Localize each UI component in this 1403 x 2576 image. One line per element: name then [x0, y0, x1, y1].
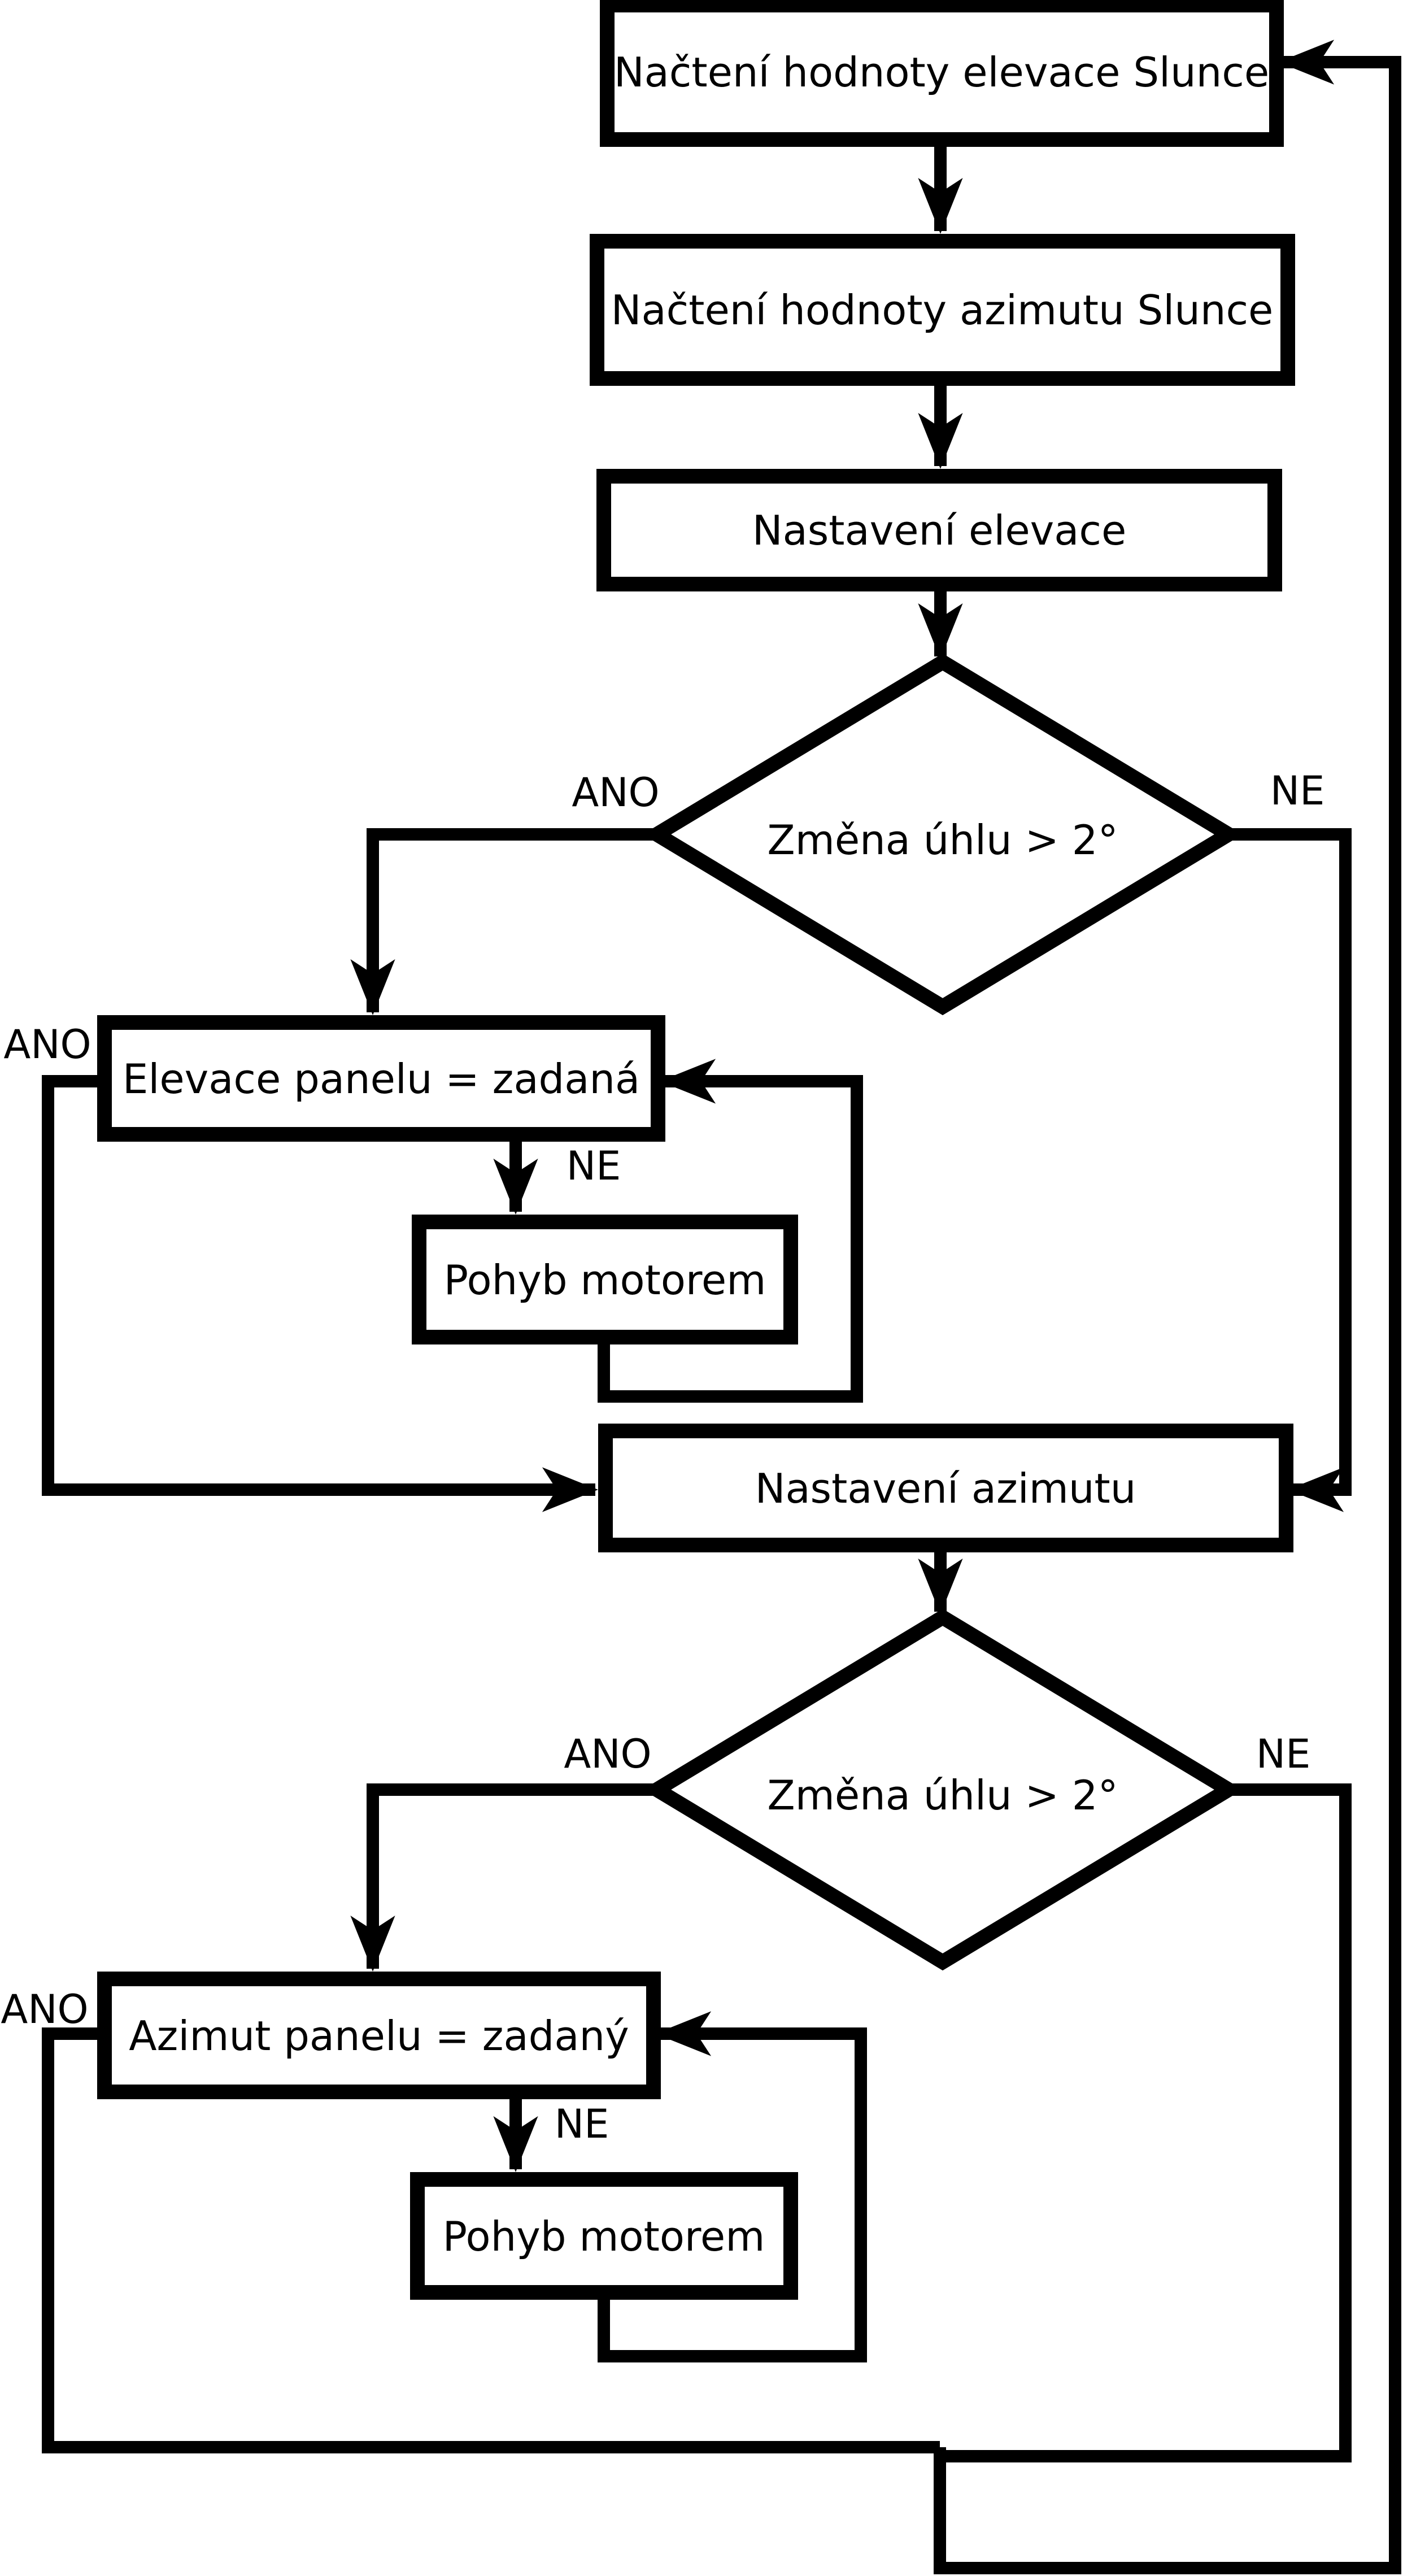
node-elevation-decision: Změna úhlu > 2°	[642, 653, 1243, 1016]
node-load-elevation-label: Načtení hodnoty elevace Slunce	[614, 49, 1269, 96]
node-azimuth-decision-label: Změna úhlu > 2°	[767, 1772, 1118, 1819]
node-elevation-equal-box	[97, 1015, 665, 1142]
label-azimuth-decision-ne: NE	[1256, 1731, 1311, 1777]
node-elevation-motor-box	[412, 1215, 798, 1344]
edge-return-to-load-elevation	[934, 40, 1401, 2574]
node-elevation-decision-label: Změna úhlu > 2°	[767, 816, 1118, 864]
edge-azimuth-equal-ano-bottom	[42, 2027, 940, 2453]
node-azimuth-equal: Azimut panelu = zadaný	[97, 1972, 661, 2099]
node-elevation-equal-label: Elevace panelu = zadaná	[123, 1055, 640, 1103]
node-set-azimuth: Nastavení azimutu	[598, 1424, 1293, 1552]
label-elevation-equal-ano: ANO	[3, 1021, 91, 1068]
edge-azimuth-decision-ano	[350, 1783, 657, 1972]
node-load-elevation-box	[600, 0, 1284, 147]
node-set-elevation: Nastavení elevace	[596, 469, 1282, 591]
node-azimuth-decision-diamond	[642, 1608, 1243, 1971]
label-elevation-equal-ne: NE	[567, 1143, 621, 1189]
label-azimuth-decision-ano: ANO	[564, 1731, 651, 1777]
node-set-elevation-box	[596, 469, 1282, 591]
label-elevation-decision-ne: NE	[1270, 768, 1325, 814]
label-azimuth-equal-ne: NE	[555, 2101, 609, 2147]
node-set-elevation-label: Nastavení elevace	[752, 507, 1126, 554]
node-load-azimuth: Načtení hodnoty azimutu Slunce	[590, 234, 1295, 386]
node-load-azimuth-box	[590, 234, 1295, 386]
edge-azimuth-decision-ne	[940, 1783, 1352, 2462]
node-azimuth-equal-box	[97, 1972, 661, 2099]
node-elevation-motor-label: Pohyb motorem	[444, 1256, 766, 1304]
node-load-elevation: Načtení hodnoty elevace Slunce	[600, 0, 1284, 147]
node-elevation-motor: Pohyb motorem	[412, 1215, 798, 1344]
node-set-azimuth-label: Nastavení azimutu	[755, 1465, 1136, 1512]
node-azimuth-equal-label: Azimut panelu = zadaný	[129, 2012, 629, 2060]
node-azimuth-decision: Změna úhlu > 2°	[642, 1608, 1243, 1971]
node-elevation-equal: Elevace panelu = zadaná	[97, 1015, 665, 1142]
node-azimuth-motor-label: Pohyb motorem	[443, 2213, 765, 2260]
edge-elevation-motor-loop-back	[598, 1059, 863, 1403]
edge-elevation-decision-ano	[350, 828, 657, 1015]
label-elevation-decision-ano: ANO	[572, 769, 659, 816]
label-azimuth-equal-ano: ANO	[1, 1986, 88, 2033]
node-load-azimuth-label: Načtení hodnoty azimutu Slunce	[611, 286, 1274, 334]
edge-azimuth-motor-loop-back	[598, 2011, 867, 2362]
node-azimuth-motor-box	[410, 2172, 798, 2300]
edge-elevation-equal-ano-to-set-azimuth	[42, 1075, 598, 1512]
node-azimuth-motor: Pohyb motorem	[410, 2172, 798, 2300]
edge-elevation-decision-ne	[1228, 828, 1352, 1512]
node-elevation-decision-diamond	[642, 653, 1243, 1016]
node-set-azimuth-box	[598, 1424, 1293, 1552]
